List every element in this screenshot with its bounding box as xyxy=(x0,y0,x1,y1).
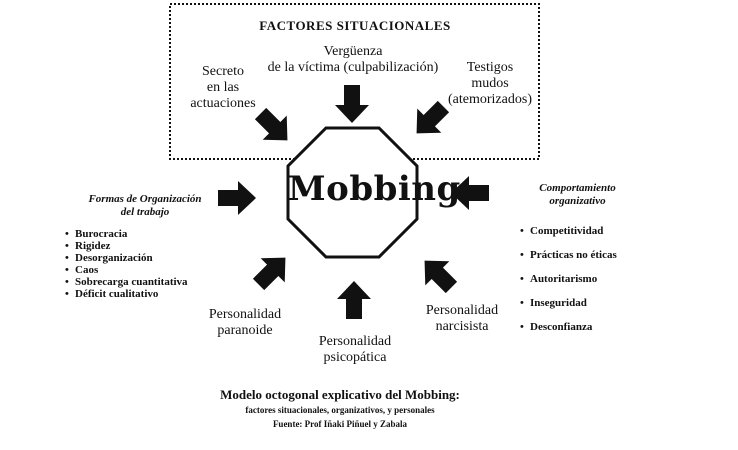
list-item: Rigidez xyxy=(65,240,188,252)
situational-item-shame: Vergüenza de la víctima (culpabilización… xyxy=(267,44,439,76)
arrow-bottom-left-icon xyxy=(246,245,298,297)
list-item: Autoritarismo xyxy=(520,267,617,291)
arrow-bottom-right-icon xyxy=(412,248,464,300)
caption-title: Modelo octogonal explicativo del Mobbing… xyxy=(220,387,460,402)
mobbing-octagon xyxy=(286,126,419,259)
personality-psychopathic: Personalidad psicopática xyxy=(318,334,392,366)
list-item: Burocracia xyxy=(65,228,188,240)
arrow-left-icon xyxy=(218,181,256,215)
list-item: Prácticas no éticas xyxy=(520,243,617,267)
list-item: Caos xyxy=(65,264,188,276)
behavior-list: Competitividad Prácticas no éticas Autor… xyxy=(520,219,617,339)
list-item: Sobrecarga cuantitativa xyxy=(65,276,188,288)
arrow-bottom-icon xyxy=(337,281,371,319)
organization-title: Formas de Organización del trabajo xyxy=(88,193,202,218)
list-item: Competitividad xyxy=(520,219,617,243)
list-item: Desconfianza xyxy=(520,315,617,339)
situational-item-secrecy: Secreto en las actuaciones xyxy=(190,64,256,112)
caption-source: Fuente: Prof Iñaki Piñuel y Zabala xyxy=(272,419,408,429)
list-item: Desorganización xyxy=(65,252,188,264)
situational-factors-title: FACTORES SITUACIONALES xyxy=(259,18,451,33)
list-item: Déficit cualitativo xyxy=(65,288,188,300)
organization-list: Burocracia Rigidez Desorganización Caos … xyxy=(65,228,188,300)
personality-paranoid: Personalidad paranoide xyxy=(208,307,282,339)
personality-narcissistic: Personalidad narcisista xyxy=(425,303,499,335)
mobbing-label: Mobbing xyxy=(288,169,461,209)
caption-subtitle: factores situacionales, organizativos, y… xyxy=(245,405,435,415)
situational-item-witnesses: Testigos mudos (atemorizados) xyxy=(448,60,532,108)
list-item: Inseguridad xyxy=(520,291,617,315)
behavior-title: Comportamiento organizativo xyxy=(539,182,616,207)
arrow-top-icon xyxy=(335,85,369,123)
